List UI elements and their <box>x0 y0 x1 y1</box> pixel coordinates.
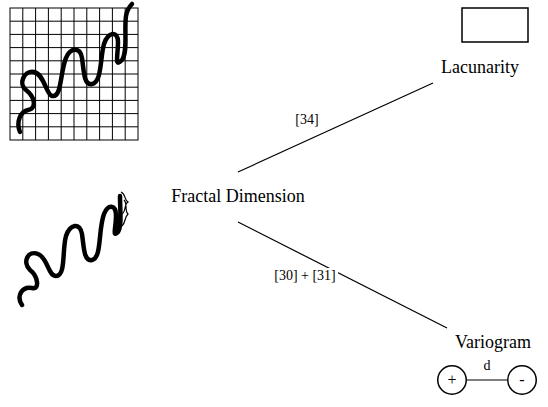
edge-label: [34] <box>293 112 320 129</box>
charge-circle: + <box>437 365 467 395</box>
term-label: Fractal Dimension <box>165 172 311 222</box>
connector-line <box>238 222 447 328</box>
node-text: Fractal Dimension <box>171 186 304 208</box>
connector-line <box>238 83 433 172</box>
node-text: + <box>447 370 456 389</box>
node-text: - <box>519 370 524 389</box>
term-label: Lacunarity <box>433 53 527 83</box>
fractal-curve <box>20 196 121 305</box>
measure-bracket <box>121 192 128 226</box>
measure-step <box>104 206 120 214</box>
term-label: Variogram <box>447 328 539 358</box>
connector-line <box>467 379 507 380</box>
node-text: Lacunarity <box>441 57 519 79</box>
node-text: Variogram <box>455 332 531 354</box>
edge-label: [30] + [31] <box>272 268 338 285</box>
fractal-curve <box>18 4 132 132</box>
charge-circle: - <box>507 365 537 395</box>
lacunarity-box-symbol <box>462 8 528 42</box>
edge-label: d <box>482 358 493 375</box>
